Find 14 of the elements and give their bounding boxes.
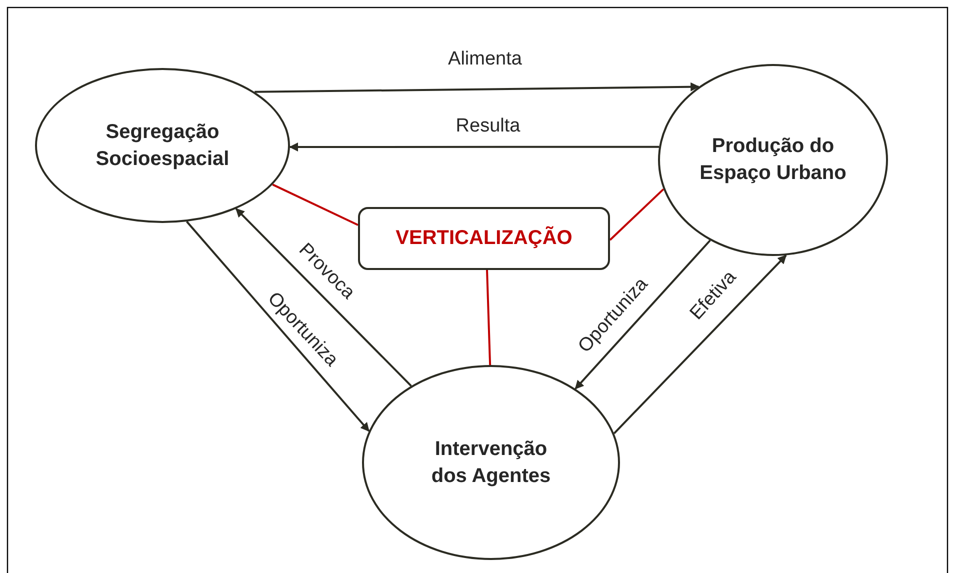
- arrow: [254, 82, 700, 93]
- node-label: Intervenção dos Agentes: [430, 436, 552, 488]
- rounded-box: [358, 207, 610, 270]
- connector-line: [609, 188, 664, 241]
- arrow: [235, 208, 412, 387]
- arrow: [613, 254, 787, 434]
- arrow: [186, 220, 370, 432]
- connector-line: [272, 184, 358, 226]
- arrow: [289, 142, 660, 152]
- arrow: [574, 240, 711, 390]
- node-label: Segregação Socioespacial: [94, 120, 230, 172]
- connector-line: [486, 270, 492, 366]
- node-label: VERTICALIZAÇÃO: [396, 225, 572, 251]
- node-label: Produção do Espaço Urbano: [698, 134, 848, 186]
